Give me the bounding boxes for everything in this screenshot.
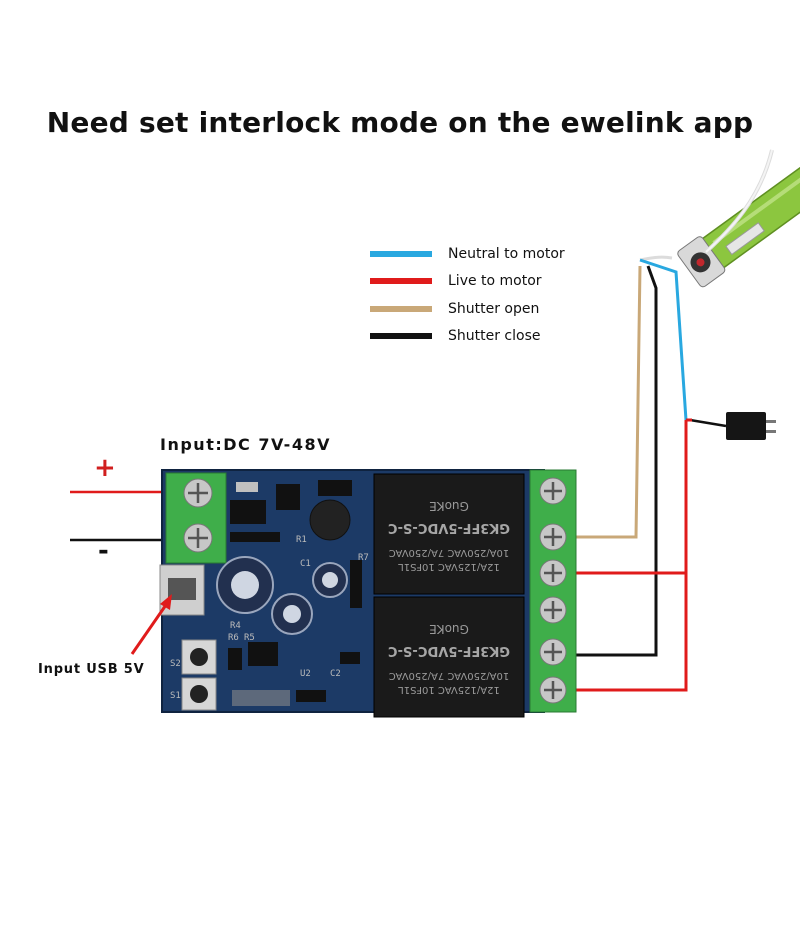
relay-2-model: GK3FF-5VDC-S-C [388,643,510,658]
label-r6: R6 [228,633,239,643]
label-c2: C2 [330,669,341,679]
label-s2: S2 [170,659,181,669]
relay-2-rating-1: 10A/250VAC 7A/250VAC [389,670,510,681]
minus-sign: - [98,536,109,566]
relay-2-rating-2: 12A/125VAC 10FS1L [398,684,500,695]
inductor [309,499,351,541]
legend-swatch-live [370,278,432,284]
relay-1: 12A/125VAC 10FS1L 10A/250VAC 7A/250VAC G… [373,473,525,595]
legend-label-neutral: Neutral to motor [448,246,565,262]
tact-buttons [181,639,217,711]
relay-1-model: GK3FF-5VDC-S-C [388,520,510,535]
input-usb-label: Input USB 5V [38,662,145,677]
output-terminal-block [529,469,577,713]
legend-label-live: Live to motor [448,273,542,289]
legend-label-shutter-close: Shutter close [448,328,541,344]
legend-swatch-neutral [370,251,432,257]
page-title: Need set interlock mode on the ewelink a… [46,106,754,139]
legend-item-shutter-close: Shutter close [370,326,541,346]
legend-label-shutter-open: Shutter open [448,301,540,317]
label-r7: R7 [358,553,369,563]
relay-board: S2 S1 C1 R1 R7 R4 R5 R6 U2 C2 12A/125VAC… [159,469,577,718]
relay-1-rating-1: 10A/250VAC 7A/250VAC [389,547,510,558]
wires [562,258,692,692]
legend-item-neutral: Neutral to motor [370,244,565,264]
capacitors [216,556,348,635]
relay-2-brand: GuoKE [429,622,469,636]
label-c1: C1 [300,559,311,569]
legend-item-live: Live to motor [370,271,542,291]
label-r5: R5 [244,633,255,643]
plus-sign: + [94,453,116,483]
legend-swatch-shutter-close [370,333,432,339]
input-dc-label: Input:DC 7V-48V [160,435,331,454]
legend-swatch-shutter-open [370,306,432,312]
power-plug [689,412,776,440]
label-u2: U2 [300,669,311,679]
relay-1-rating-2: 12A/125VAC 10FS1L [398,561,500,572]
label-r4: R4 [230,621,241,631]
input-terminal-block [165,472,227,564]
ic-regulator [230,500,266,524]
relay-1-brand: GuoKE [429,499,469,513]
legend-item-shutter-open: Shutter open [370,299,539,319]
label-r1: R1 [296,535,307,545]
relay-2: 12A/125VAC 10FS1L 10A/250VAC 7A/250VAC G… [373,596,525,718]
output-terminals [539,477,567,704]
tubular-motor [639,149,800,288]
label-s1: S1 [170,691,181,701]
